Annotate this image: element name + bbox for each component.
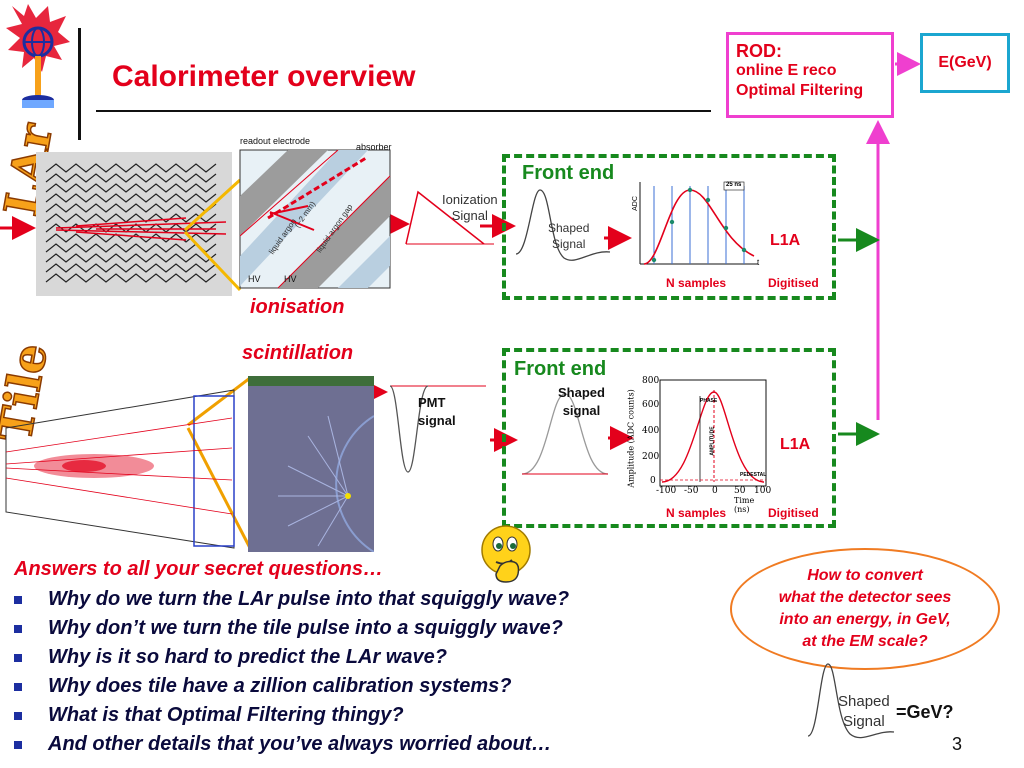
equals-gev-label: =GeV? <box>896 702 954 722</box>
lar-accordion-image <box>36 152 232 296</box>
gev-question-callout: How to convert what the detector sees in… <box>730 548 1000 670</box>
list-item: And other details that you’ve always wor… <box>14 733 551 756</box>
lar-samples-plot: ADC 25 ns t <box>630 180 762 272</box>
tile-ytick-800: 800 <box>642 376 660 386</box>
tile-xtick-50: 50 <box>734 486 746 496</box>
tile-phase-label: PHASE <box>700 398 718 404</box>
bullet-icon <box>14 711 22 720</box>
tile-scintillator-image <box>248 376 375 553</box>
tile-amplitude-label: AMPLITUDE <box>709 426 716 456</box>
tile-frontend-box <box>502 348 836 528</box>
lar-l1a-label: L1A <box>770 232 801 249</box>
page-number: 3 <box>952 734 963 754</box>
tile-ytick-600: 600 <box>642 400 660 410</box>
list-item: Why does tile have a zillion calibration… <box>14 675 511 698</box>
pmt-signal-trace <box>388 384 488 476</box>
callout-line: what the detector sees <box>778 589 952 606</box>
lar-t-axis-label: t <box>757 258 760 267</box>
header-horizontal-rule <box>96 110 711 112</box>
bullet-icon <box>14 595 22 604</box>
ionisation-label: ionisation <box>250 296 345 318</box>
tile-event-image <box>4 388 240 556</box>
tile-samples-plot: 800 600 400 200 0 -100 -50 0 50 100 Time… <box>626 376 772 514</box>
tile-xtick-0: 0 <box>712 486 718 496</box>
tile-ytick-0: 0 <box>650 476 656 486</box>
tile-xtick-minus50: -50 <box>684 486 699 496</box>
lar-adc-axis-label: ADC <box>631 196 639 211</box>
lar-frontend-box <box>502 154 836 300</box>
list-item: What is that Optimal Filtering thingy? <box>14 704 404 727</box>
list-item: Why don’t we turn the tile pulse into a … <box>14 617 563 640</box>
answers-section: Answers to all your secret questions… Wh… <box>14 558 734 758</box>
lar-25ns-label: 25 ns <box>726 182 742 188</box>
tile-xlabel: Time (ns) <box>734 496 755 514</box>
readout-electrode-label: readout electrode <box>240 136 311 146</box>
absorber-label: absorber <box>356 142 392 152</box>
thinking-smiley-icon <box>478 522 538 586</box>
rod-box: ROD: online E reco Optimal Filtering <box>726 32 894 118</box>
tile-shaped-signal <box>520 386 610 478</box>
lar-cell-diagram: readout electrode absorber (~2 mm) liqui… <box>238 136 394 290</box>
tile-frontend-title: Front end <box>514 358 607 380</box>
page-title: Calorimeter overview <box>112 60 416 93</box>
energy-gev-box: E(GeV) <box>920 33 1010 93</box>
list-item: Why do we turn the LAr pulse into that s… <box>14 588 569 611</box>
callout-line: into an energy, in GeV, <box>779 611 951 628</box>
tile-ytick-200: 200 <box>642 452 660 462</box>
bullet-icon <box>14 682 22 691</box>
tile-n-samples-label: N samples <box>666 506 727 520</box>
rod-line-reco: online E reco <box>736 62 837 79</box>
lar-n-samples-label: N samples <box>666 276 727 290</box>
lar-digitised-label: Digitised <box>768 276 819 290</box>
hv-left-label: HV <box>248 274 261 284</box>
tile-xtick-minus100: -100 <box>656 486 677 496</box>
answers-heading: Answers to all your secret questions… <box>14 558 383 580</box>
energy-gev-label: E(GeV) <box>938 54 992 71</box>
callout-line: How to convert <box>807 567 923 584</box>
callout-line: at the EM scale? <box>802 633 928 650</box>
bullet-icon <box>14 653 22 662</box>
hv-right-label: HV <box>284 274 297 284</box>
tile-ytick-400: 400 <box>642 426 660 436</box>
tile-xtick-100: 100 <box>754 486 772 496</box>
rod-title: ROD: <box>736 41 782 61</box>
atlas-logo-icon <box>6 2 72 114</box>
tile-pedestal-label: PEDESTAL <box>740 472 767 478</box>
tile-digitised-label: Digitised <box>768 506 819 520</box>
bullet-icon <box>14 624 22 633</box>
rod-line-filter: Optimal Filtering <box>736 82 864 99</box>
tile-ylabel: Amplitude (ADC counts) <box>626 389 636 488</box>
lar-frontend-title: Front end <box>522 162 615 184</box>
header-vertical-rule <box>78 28 81 140</box>
list-item: Why is it so hard to predict the LAr wav… <box>14 646 447 669</box>
scintillation-label: scintillation <box>242 342 354 364</box>
bullet-icon <box>14 740 22 749</box>
tile-l1a-label: L1A <box>780 436 811 453</box>
